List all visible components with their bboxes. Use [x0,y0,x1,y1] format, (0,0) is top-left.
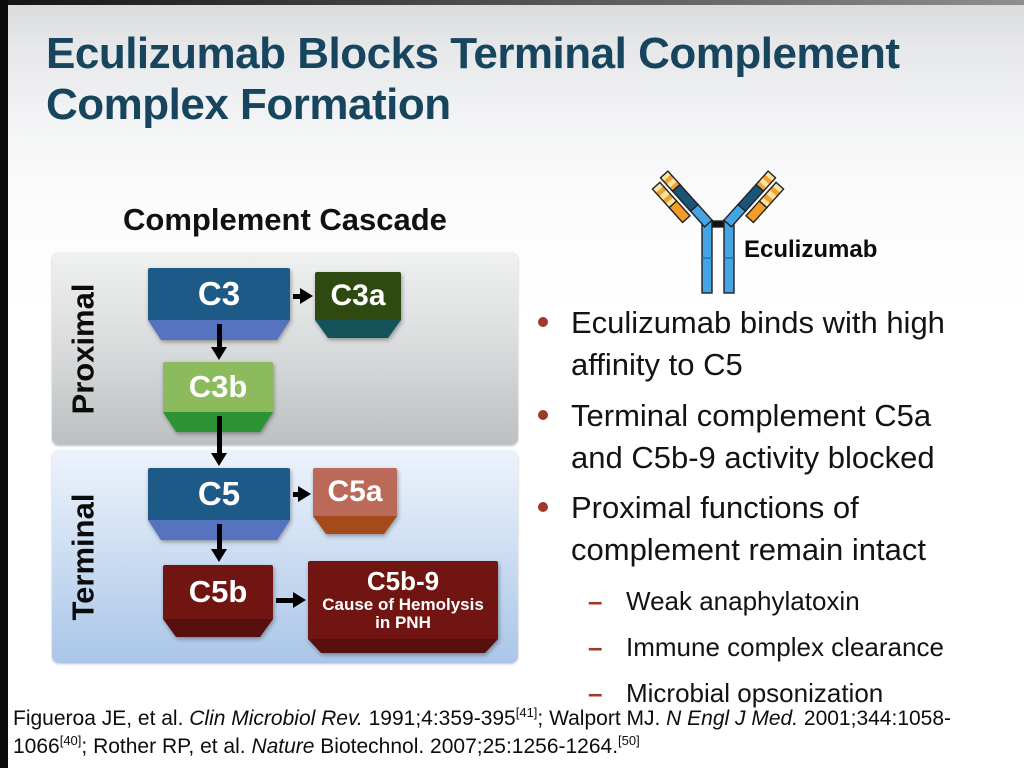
c3a-box: C3a [315,272,401,338]
cascade-heading: Complement Cascade [123,202,447,237]
bullet-text: Terminal complement C5a and C5b-9 activi… [571,397,935,475]
arrow-c3b-to-c5-icon [211,416,227,466]
arrow-c5b-to-c5b9-icon [276,592,306,608]
sub-bullet-item: –Microbial opsonization [538,678,996,709]
sub-bullet-item: –Weak anaphylatoxin [538,586,996,617]
c5-box: C5 [148,468,290,540]
c5b-box: C5b [163,565,273,637]
terminal-section-label: Terminal [65,493,100,620]
arrow-c3-to-c3a-icon [293,288,313,304]
sub-bullet-text: Immune complex clearance [626,632,944,663]
eculizumab-label: Eculizumab [744,236,878,263]
citation-segment: 1991;4:359-395 [362,707,516,730]
arrow-c3-to-c3b-icon [211,324,227,360]
arrow-c5-to-c5a-icon [293,486,311,502]
bullet-item: Eculizumab binds with high affinity to C… [538,302,996,386]
citation-segment: [40] [59,732,82,748]
c5b9-box: C5b-9 Cause of Hemolysis in PNH [308,561,498,653]
citation-segment: [41] [515,705,538,720]
left-border [0,0,8,768]
arrow-c5-to-c5b-icon [211,524,227,562]
proximal-section-label: Proximal [65,283,101,414]
bullet-marker-icon [538,409,548,420]
top-border [0,0,1024,5]
citation-segment: N Engl J Med. [666,707,799,730]
c3b-box: C3b [163,362,273,432]
sub-bullet-marker-icon: – [588,586,603,617]
c5a-box: C5a [313,468,397,534]
bullet-text: Proximal functions of complement remain … [571,490,926,568]
citation-segment: Figueroa JE, et al. [13,707,190,730]
bullet-text: Eculizumab binds with high affinity to C… [571,305,945,382]
bullet-marker-icon [538,317,548,327]
sub-bullet-text: Microbial opsonization [626,678,884,709]
citation-segment: Clin Microbiol Rev. [189,707,363,730]
bullet-item: Proximal functions of complement remain … [538,487,996,709]
c5b9-line2: in PNH [375,613,431,633]
bullet-item: Terminal complement C5a and C5b-9 activi… [538,395,996,479]
c3-box: C3 [148,268,290,340]
citation-segment: ; Rother RP, et al. [81,734,252,758]
sub-bullet-text: Weak anaphylatoxin [626,586,860,617]
citation-segment: ; Walport MJ. [537,707,667,730]
c5b9-line1: Cause of Hemolysis [322,594,484,614]
c5b9-title: C5b-9 [366,566,440,597]
sub-bullet-marker-icon: – [588,678,603,709]
antibody-icon [651,170,785,294]
citation-segment: [50] [618,732,640,748]
citation-segment: Nature [251,734,315,758]
sub-bullet-item: –Immune complex clearance [538,632,996,663]
sub-bullet-marker-icon: – [588,632,603,663]
footer-citation: Figueroa JE, et al. Clin Microbiol Rev. … [13,705,963,761]
citation-segment: 2001;344:1058-1066 [13,707,952,758]
slide-title: Eculizumab Blocks Terminal Complement Co… [46,29,900,130]
citation-segment: Biotechnol. 2007;25:1256-1264. [314,734,619,758]
bullet-marker-icon [538,502,548,513]
bullet-list: Eculizumab binds with high affinity to C… [538,302,996,718]
